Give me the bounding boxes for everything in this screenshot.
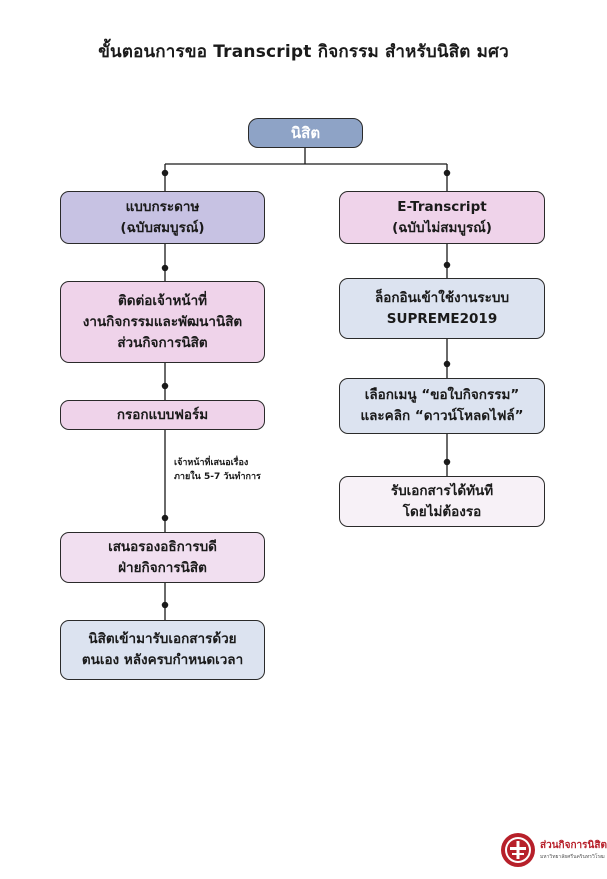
connector-dot [161, 601, 169, 609]
processing-note: เจ้าหน้าที่เสนอเรื่อง ภายใน 5-7 วันทำการ [174, 456, 261, 484]
connector-dot [443, 169, 451, 177]
right-step2-line: เลือกเมนู “ขอใบกิจกรรม” [364, 387, 520, 403]
left-step1-line: งานกิจกรรมและพัฒนานิสิต [82, 313, 243, 330]
right-step1-node: ล็อกอินเข้าใช้งานระบบ SUPREME2019 [339, 278, 545, 339]
left-step2-line: กรอกแบบฟอร์ม [116, 406, 209, 423]
left-step1-line: ส่วนกิจการนิสิต [117, 334, 208, 351]
left-step3-line: เสนอรองอธิการบดี [108, 538, 217, 555]
connector-dot [161, 382, 169, 390]
connector-dot [443, 360, 451, 368]
right-head-node: E-Transcript (ฉบับไม่สมบูรณ์) [339, 191, 545, 244]
connector-dot [443, 261, 451, 269]
right-step3-line: รับเอกสารได้ทันที [390, 482, 494, 499]
left-step2-node: กรอกแบบฟอร์ม [60, 400, 265, 430]
left-head-node: แบบกระดาษ (ฉบับสมบูรณ์) [60, 191, 265, 244]
left-step3-line: ฝ่ายกิจการนิสิต [118, 559, 207, 576]
left-step3-node: เสนอรองอธิการบดี ฝ่ายกิจการนิสิต [60, 532, 265, 583]
right-step3-line: โดยไม่ต้องรอ [402, 503, 482, 520]
note-line: ภายใน 5-7 วันทำการ [174, 472, 261, 482]
org-name: ส่วนกิจการนิสิต [540, 840, 607, 851]
connector-dot [443, 458, 451, 466]
connector-dot [161, 514, 169, 522]
university-seal-icon [501, 833, 535, 867]
right-step1-line: ล็อกอินเข้าใช้งานระบบ [374, 289, 510, 306]
right-head-line: (ฉบับไม่สมบูรณ์) [392, 219, 492, 236]
note-line: เจ้าหน้าที่เสนอเรื่อง [174, 458, 249, 468]
left-head-line: แบบกระดาษ [125, 198, 200, 215]
connector-dot [161, 264, 169, 272]
left-step4-line: นิสิตเข้ามารับเอกสารด้วย [88, 631, 237, 647]
left-head-line: (ฉบับสมบูรณ์) [120, 219, 205, 236]
left-step1-node: ติดต่อเจ้าหน้าที่ งานกิจกรรมและพัฒนานิสิ… [60, 281, 265, 363]
right-step1-line: SUPREME2019 [386, 310, 498, 327]
connector-dot [161, 169, 169, 177]
right-head-line: E-Transcript [397, 198, 487, 215]
root-node: นิสิต [248, 118, 363, 148]
left-step4-line: ตนเอง หลังครบกำหนดเวลา [81, 652, 244, 668]
left-step1-line: ติดต่อเจ้าหน้าที่ [117, 292, 208, 309]
right-step2-node: เลือกเมนู “ขอใบกิจกรรม” และคลิก “ดาวน์โห… [339, 378, 545, 434]
root-label: นิสิต [290, 123, 321, 142]
org-subname: มหาวิทยาลัยศรีนครินทรวิโรฒ [540, 854, 605, 860]
page-title: ขั้นตอนการขอ Transcript กิจกรรม สำหรับนิ… [98, 42, 509, 62]
org-logo-text: ส่วนกิจการนิสิต มหาวิทยาลัยศรีนครินทรวิโ… [540, 838, 607, 861]
left-step4-node: นิสิตเข้ามารับเอกสารด้วย ตนเอง หลังครบกำ… [60, 620, 265, 680]
right-step2-line: และคลิก “ดาวน์โหลดไฟล์” [360, 408, 524, 424]
right-step3-node: รับเอกสารได้ทันที โดยไม่ต้องรอ [339, 476, 545, 527]
